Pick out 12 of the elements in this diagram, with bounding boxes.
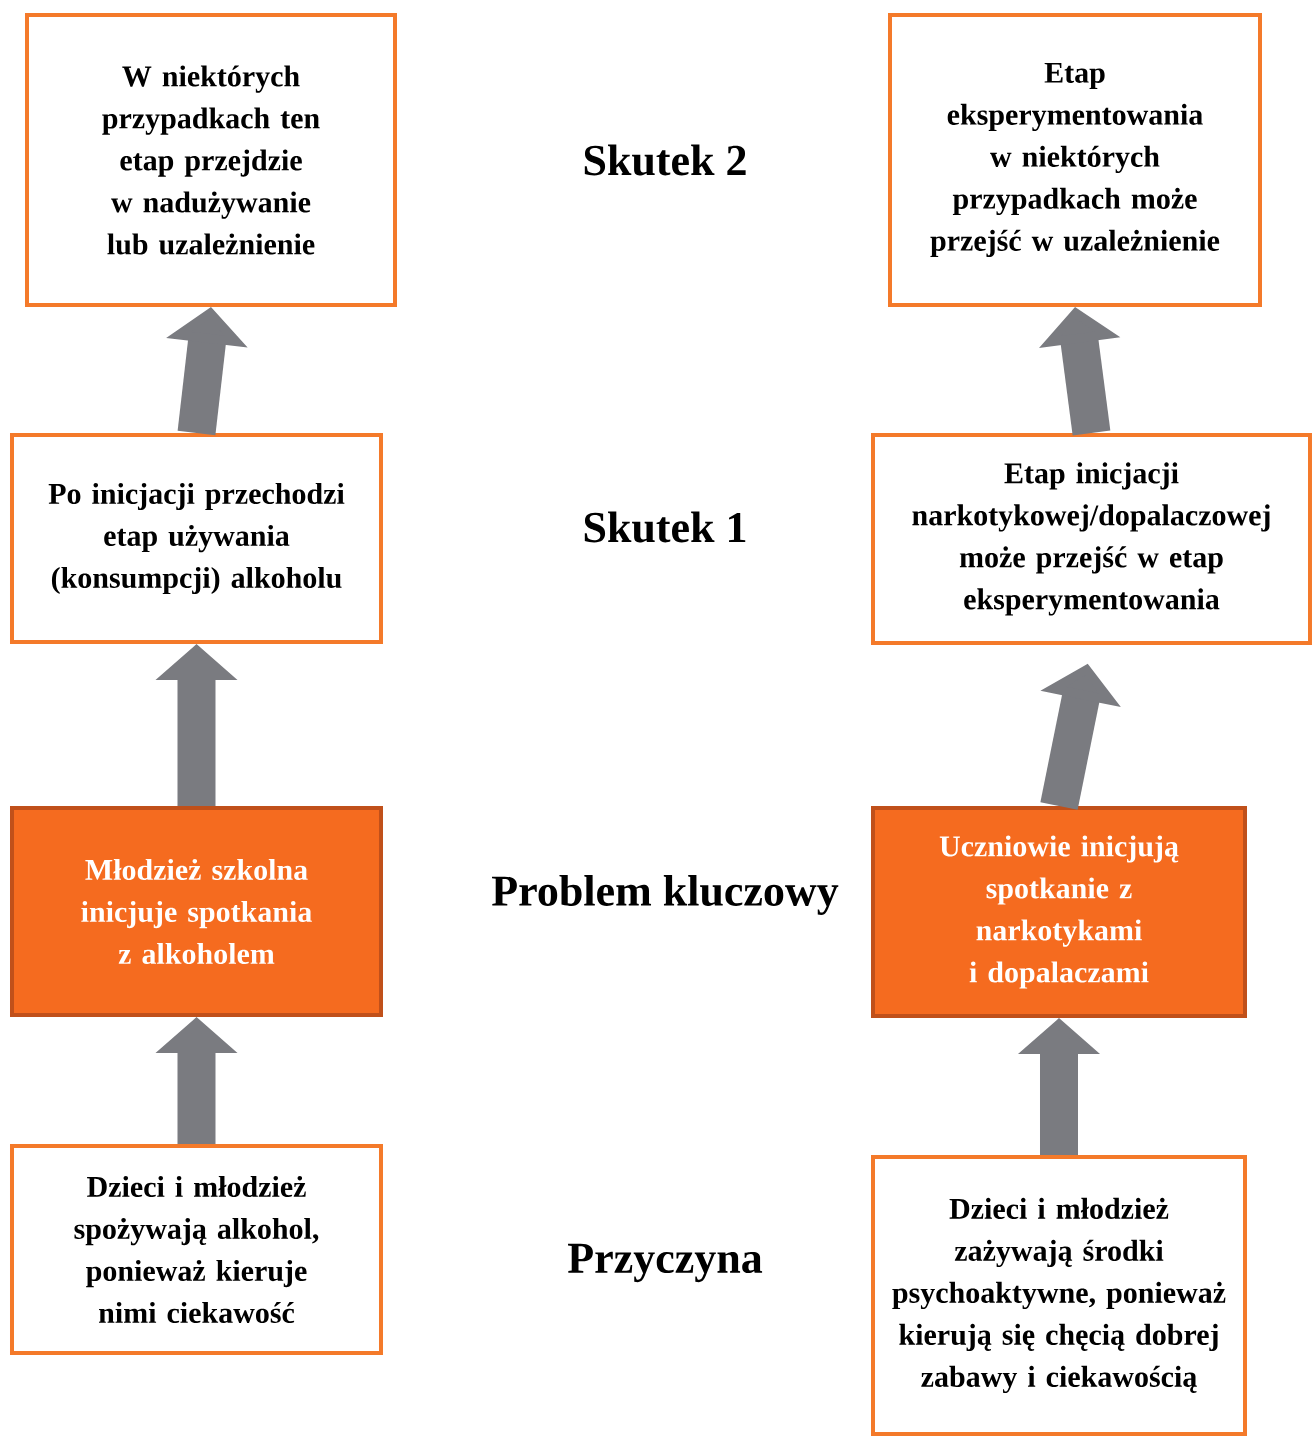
row-heading: Przyczyna <box>568 1243 763 1283</box>
key-problem-box: Uczniowie inicjują spotkanie z narkotykami i dopalaczami <box>871 806 1247 1018</box>
row-heading: Problem kluczowy <box>492 875 839 915</box>
row-heading: Skutek 2 <box>584 144 746 176</box>
text-box: Dzieci i młodzież spożywają alkohol, ponieważ kieruje nimi ciekawość <box>10 1144 383 1355</box>
text-box: Etap inicjacji narkotykowej/dopalaczowej może przejść w etap eksperymentowania <box>871 433 1312 645</box>
text-box: W niektórych przypadkach ten etap przejdzie w nadużywanie lub uzależnienie <box>25 13 397 307</box>
text-box: Etap eksperymentowania w niektórych przypadkach może przejść w uzależnienie <box>888 13 1262 307</box>
key-problem-box: Młodzież szkolna inicjuje spotkania z alkoholem <box>10 806 383 1017</box>
text-box: Dzieci i młodzież zażywają środki psychoaktywne, ponieważ kierują się chęcią dobrej zabawy i ciekawością <box>871 1155 1247 1436</box>
row-heading: Skutek 1 <box>584 511 746 543</box>
text-box: Po inicjacji przechodzi etap używania (konsumpcji) alkoholu <box>10 433 383 644</box>
